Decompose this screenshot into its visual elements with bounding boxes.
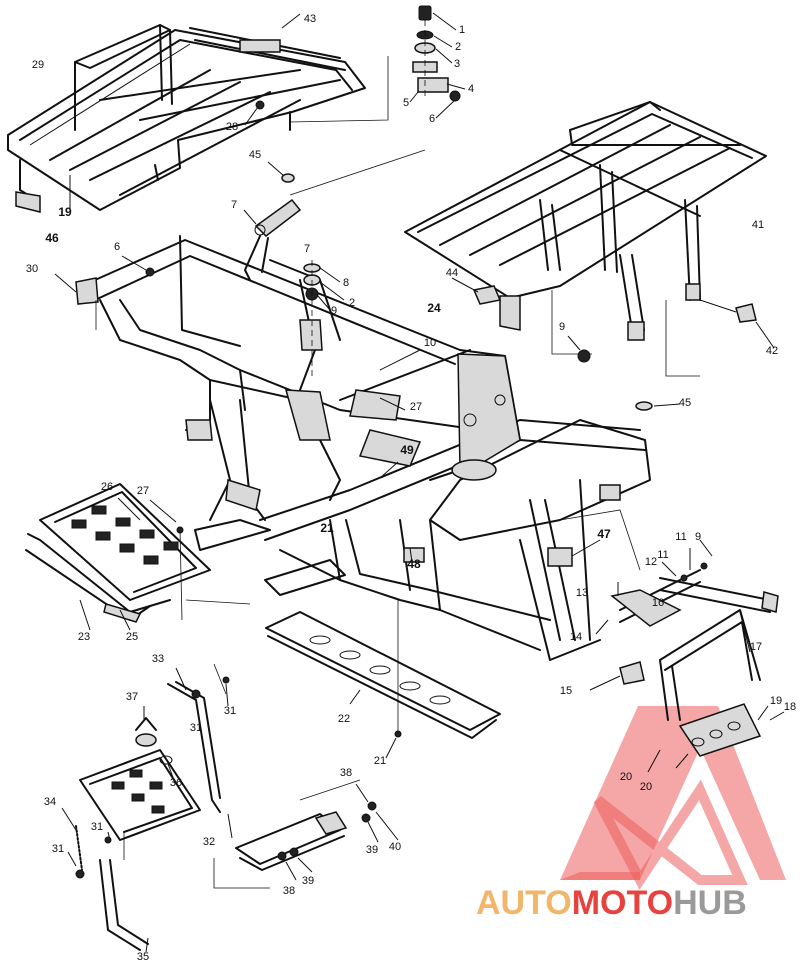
part-callout-44: 44: [446, 267, 458, 279]
part-callout-13: 13: [576, 587, 588, 599]
hardware-stack-top: [289, 5, 466, 196]
foot-plate: [678, 703, 762, 757]
part-callout-20: 20: [620, 771, 632, 783]
part-callout-2: 2: [349, 297, 355, 309]
part-callout-7: 7: [304, 243, 310, 255]
left-footrest: [25, 483, 251, 631]
part-callout-32: 32: [203, 836, 215, 848]
side-gusset: [284, 389, 331, 441]
part-callout-11: 11: [675, 531, 686, 543]
part-callout-38: 38: [340, 767, 352, 779]
part-callout-39: 39: [302, 875, 314, 887]
lower-left-footrest: [61, 663, 230, 953]
plug-45-right: [635, 401, 681, 411]
part-callout-7: 7: [231, 199, 237, 211]
part-callout-46: 46: [45, 231, 59, 245]
part-callout-28: 28: [226, 121, 238, 133]
part-callout-41: 41: [752, 219, 764, 231]
part-callout-33: 33: [152, 653, 164, 665]
part-callout-11: 11: [657, 549, 668, 561]
part-callout-43: 43: [304, 13, 316, 25]
watermark-hub: HUB: [673, 884, 747, 922]
part-callout-19: 19: [770, 695, 782, 707]
part-callout-23: 23: [78, 631, 90, 643]
part-callout-9: 9: [331, 305, 337, 317]
rack-bracket-43: [239, 39, 281, 53]
triangle-m-logo-icon: [560, 706, 786, 890]
rack-fasteners: [451, 277, 775, 363]
part-callout-4: 4: [468, 83, 474, 95]
part-callout-24: 24: [427, 301, 441, 315]
part-callout-30: 30: [26, 263, 38, 275]
part-callout-18: 18: [784, 701, 796, 713]
part-callout-31: 31: [91, 821, 103, 833]
part-callout-36: 36: [170, 777, 182, 789]
part-callout-45: 45: [679, 397, 691, 409]
part-callout-34: 34: [44, 796, 56, 808]
watermark-logo: [560, 706, 786, 890]
lower-center-footpeg: [213, 779, 399, 889]
part-callout-27: 27: [410, 401, 422, 413]
part-callout-31: 31: [52, 843, 64, 855]
part-callout-35: 35: [137, 951, 149, 963]
mount-bracket-7: [243, 161, 345, 380]
part-callout-39: 39: [366, 844, 378, 856]
footpeg-16: [610, 589, 682, 627]
part-callout-2: 2: [455, 41, 461, 53]
part-callout-3: 3: [454, 58, 460, 70]
front-gusset-plate: [457, 353, 521, 471]
part-callout-21: 21: [320, 521, 334, 535]
part-callout-9: 9: [695, 531, 701, 543]
part-callout-21: 21: [374, 755, 386, 767]
front-rack: [404, 101, 767, 377]
part-callout-19: 19: [58, 205, 72, 219]
rear-rack: [7, 13, 366, 213]
part-callout-27: 27: [137, 485, 149, 497]
frame-plug-30: [75, 277, 99, 305]
part-callout-8: 8: [343, 277, 349, 289]
part-callout-1: 1: [459, 24, 465, 36]
part-callout-37: 37: [126, 691, 138, 703]
part-callout-9: 9: [559, 321, 565, 333]
part-callout-6: 6: [114, 241, 120, 253]
main-frame: [54, 235, 651, 661]
part-callout-40: 40: [389, 841, 401, 853]
part-callout-47: 47: [597, 527, 611, 541]
part-callout-5: 5: [403, 97, 409, 109]
watermark-moto: MOTO: [572, 884, 673, 922]
part-callout-17: 17: [750, 641, 762, 653]
part-callout-31: 31: [224, 705, 236, 717]
part-callout-20: 20: [640, 781, 652, 793]
part-callout-29: 29: [32, 59, 44, 71]
part-callout-10: 10: [424, 337, 436, 349]
part-callout-26: 26: [101, 481, 113, 493]
part-callout-16: 16: [652, 597, 664, 609]
part-callout-31: 31: [190, 722, 202, 734]
shock-mount-37: [135, 733, 157, 747]
part-callout-22: 22: [338, 713, 350, 725]
part-callout-42: 42: [766, 345, 778, 357]
skid-plate: [265, 600, 501, 759]
svg-text:AUTOMOTOHUB: AUTOMOTOHUB: [476, 884, 747, 922]
part-callout-12: 12: [645, 556, 657, 568]
part-callout-15: 15: [560, 685, 572, 697]
part-callout-14: 14: [570, 631, 582, 643]
part-callout-45: 45: [249, 149, 261, 161]
part-callout-38: 38: [283, 885, 295, 897]
part-callout-49: 49: [400, 443, 414, 457]
watermark-text: AUTOMOTOHUB: [476, 884, 747, 922]
part-callout-6: 6: [429, 113, 435, 125]
part-callout-48: 48: [407, 557, 421, 571]
right-footrest-assembly: [559, 509, 785, 773]
part-callout-25: 25: [126, 631, 138, 643]
watermark-auto: AUTO: [476, 884, 572, 922]
